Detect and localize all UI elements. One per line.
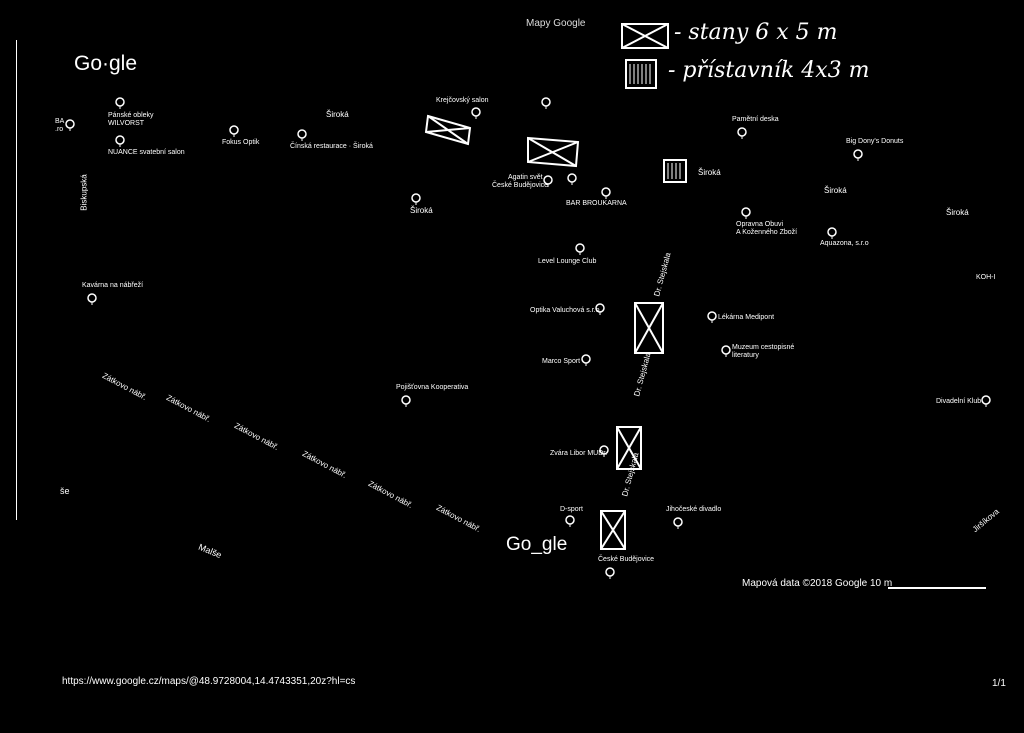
pin-icon[interactable] bbox=[542, 174, 554, 187]
stall-marker bbox=[527, 136, 580, 168]
street-zatkovo-6: Zátkovo nábř. bbox=[434, 503, 483, 534]
place-aquazona[interactable]: Aquazona, s.r.o bbox=[820, 240, 869, 247]
place-pansky-title[interactable]: Pánské obleky bbox=[108, 112, 154, 119]
street-zatkovo-2: Zátkovo nábř. bbox=[164, 393, 213, 424]
pin-icon[interactable] bbox=[114, 96, 126, 109]
place-krejcovsky[interactable]: Krejčovský salon bbox=[436, 97, 489, 104]
street-zatkovo-1: Zátkovo nábř. bbox=[100, 371, 149, 402]
street-siroka-2: Široká bbox=[410, 206, 433, 215]
place-optika[interactable]: Optika Valuchová s.r.o. bbox=[530, 307, 602, 314]
street-siroka-5: Široká bbox=[946, 208, 969, 217]
map-data-credit[interactable]: Mapová data ©2018 Google bbox=[742, 578, 868, 589]
street-se-fragment: še bbox=[60, 486, 70, 496]
print-url: https://www.google.cz/maps/@48.9728004,1… bbox=[62, 676, 356, 687]
place-muzeum-2: literatury bbox=[732, 352, 759, 359]
place-cesky-bud[interactable]: České Budějovice bbox=[598, 556, 655, 563]
street-malse: Malše bbox=[197, 541, 224, 561]
google-logo-bottom: Go_gle bbox=[506, 534, 568, 555]
place-divadelni[interactable]: Divadelní Klub bbox=[936, 398, 982, 405]
pin-icon[interactable] bbox=[540, 96, 552, 109]
place-ba-fragment: BA.ro bbox=[55, 118, 65, 133]
bar-icon[interactable] bbox=[574, 242, 586, 255]
stall-marker bbox=[616, 426, 642, 470]
street-biskupska: Biskupská bbox=[79, 174, 89, 211]
street-siroka-3: Široká bbox=[698, 168, 721, 177]
place-opravna-2: A Koženného Zboží bbox=[736, 229, 798, 236]
place-koh[interactable]: KOH-I bbox=[976, 274, 996, 281]
annex-marker bbox=[663, 159, 687, 183]
pin-icon[interactable] bbox=[400, 394, 412, 407]
pin-icon[interactable] bbox=[564, 514, 576, 527]
place-pojistovna[interactable]: Pojišťovna Kooperativa bbox=[396, 384, 469, 391]
cafe-icon[interactable] bbox=[86, 292, 98, 305]
place-kavarna[interactable]: Kavárna na nábřeží bbox=[82, 282, 144, 289]
bar-icon[interactable] bbox=[980, 394, 992, 407]
pharmacy-icon[interactable] bbox=[706, 310, 718, 323]
pin-icon[interactable] bbox=[594, 302, 606, 315]
place-lekarna[interactable]: Lékárna Medipont bbox=[718, 314, 775, 321]
pin-icon[interactable] bbox=[852, 148, 864, 161]
pin-icon[interactable] bbox=[64, 118, 76, 131]
street-jirsikova: Jiršíkova bbox=[970, 506, 1001, 535]
museum-icon[interactable] bbox=[720, 344, 732, 357]
legend-stall-icon bbox=[621, 23, 669, 49]
pin-icon[interactable] bbox=[114, 134, 126, 147]
stall-marker bbox=[634, 302, 664, 354]
place-fokus[interactable]: Fokus Optik bbox=[222, 139, 260, 146]
scale-bar bbox=[888, 587, 986, 589]
pin-icon[interactable] bbox=[598, 444, 610, 457]
street-stejskala-1: Dr. Stejskala bbox=[652, 251, 673, 298]
place-cinska[interactable]: Čínská restaurace · Široká bbox=[290, 143, 373, 150]
bar-icon[interactable] bbox=[600, 186, 612, 199]
place-bigdonys[interactable]: Big Dony's Donuts bbox=[846, 138, 904, 145]
street-zatkovo-4: Zátkovo nábř. bbox=[300, 449, 349, 480]
stall-marker bbox=[424, 114, 472, 146]
street-zatkovo-3: Zátkovo nábř. bbox=[232, 421, 281, 452]
place-agatin-1[interactable]: Agatin svět - bbox=[508, 174, 547, 181]
place-level[interactable]: Level Lounge Club bbox=[538, 258, 597, 265]
page-number: 1/1 bbox=[992, 678, 1006, 689]
legend-stall-label: - stany 6 x 5 m bbox=[674, 20, 838, 45]
scale-label[interactable]: 10 m bbox=[870, 578, 893, 589]
place-jihoceske[interactable]: Jihočeské divadlo bbox=[666, 506, 722, 513]
stall-marker bbox=[600, 510, 626, 550]
place-marco[interactable]: Marco Sport bbox=[542, 358, 581, 365]
place-muzeum-1[interactable]: Muzeum cestopisné bbox=[732, 344, 795, 351]
place-pansky-sub: WILVORST bbox=[108, 120, 145, 127]
place-bar[interactable]: BAR BROUKARNA bbox=[566, 200, 627, 207]
page-header-title: Mapy Google bbox=[526, 18, 586, 29]
place-opravna-1[interactable]: Opravna Obuvi bbox=[736, 221, 784, 228]
legend-annex-icon bbox=[625, 59, 657, 89]
pin-icon[interactable] bbox=[736, 126, 748, 139]
street-zatkovo-5: Zátkovo nábř. bbox=[366, 479, 415, 510]
place-agatin-2: České Budějovice bbox=[492, 182, 549, 189]
bar-icon[interactable] bbox=[410, 192, 422, 205]
page-edge-line bbox=[16, 40, 17, 520]
place-nuance[interactable]: NUANCE svatební salon bbox=[108, 149, 185, 156]
google-logo-top: Go·gle bbox=[74, 52, 138, 75]
theater-icon[interactable] bbox=[672, 516, 684, 529]
restaurant-icon[interactable] bbox=[296, 128, 308, 141]
legend-annex-label: - přístavník 4x3 m bbox=[668, 58, 870, 83]
street-siroka-4: Široká bbox=[824, 186, 847, 195]
pin-icon[interactable] bbox=[566, 172, 578, 185]
pin-icon[interactable] bbox=[470, 106, 482, 119]
street-siroka-1: Široká bbox=[326, 110, 349, 119]
pin-icon[interactable] bbox=[604, 566, 616, 579]
pin-icon[interactable] bbox=[826, 226, 838, 239]
street-stejskala-2: Dr. Stejskala bbox=[632, 351, 653, 398]
place-dsport[interactable]: D-sport bbox=[560, 506, 583, 513]
pin-icon[interactable] bbox=[740, 206, 752, 219]
pin-icon[interactable] bbox=[580, 353, 592, 366]
place-zvara[interactable]: Zvára Libor MUDr. bbox=[550, 450, 608, 457]
pin-icon[interactable] bbox=[228, 124, 240, 137]
place-pametni[interactable]: Pamětní deska bbox=[732, 116, 779, 123]
